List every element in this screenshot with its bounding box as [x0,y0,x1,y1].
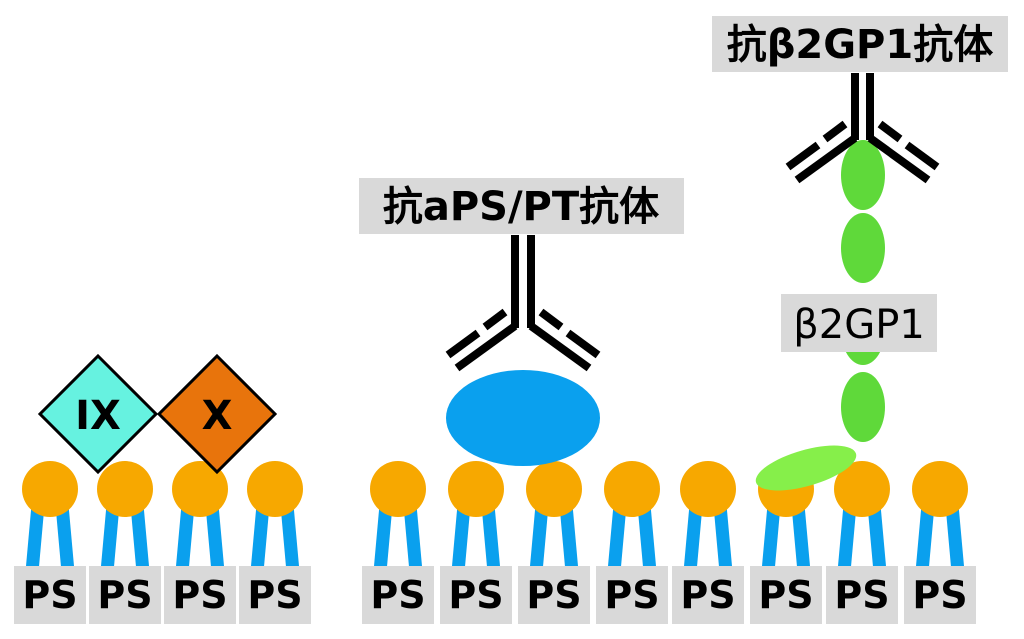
lipid-tail [791,504,811,573]
lipid-tail [100,504,120,573]
ps-label: PS [680,573,735,617]
phospholipid-right-6: PS [750,461,822,624]
ps-label: PS [834,573,889,617]
phospholipid-left-2: PS [89,461,161,624]
ps-label: PS [370,573,425,617]
ps-label-box [440,566,512,624]
phospholipid-left-3: PS [164,461,236,624]
factor-ix-diamond [37,353,159,475]
lipid-head [448,461,504,517]
lipid-tail [637,504,657,573]
ps-label: PS [247,573,302,617]
b2gp1-antibody [785,73,940,184]
phospholipid-left-4: PS [239,461,311,624]
factor-ix-label: IX [75,393,121,439]
lipid-tail [837,504,857,573]
phospholipid-right-8: PS [904,461,976,624]
phospholipid-right-7: PS [826,461,898,624]
anti-aps-pt-label: 抗aPS/PT抗体 [359,178,684,234]
lipid-tail [607,504,627,573]
lipid-head [912,461,968,517]
lipid-head [172,461,228,517]
ps-label: PS [448,573,503,617]
b2gp1-domain-5 [755,445,857,491]
factor-ix: IX [37,353,159,475]
ps-label-box [672,566,744,624]
ps-label-box [239,566,311,624]
svg-text:抗β2GP1抗体: 抗β2GP1抗体 [727,22,993,68]
ps-label: PS [97,573,152,617]
lipid-tail [867,504,887,573]
ps-label: PS [912,573,967,617]
lipid-head [97,461,153,517]
ps-label-box [164,566,236,624]
b2gp1-domain-2 [841,213,885,283]
ps-label-box [89,566,161,624]
lipid-tail [25,504,45,573]
lipid-tail [130,504,150,573]
lipid-tail [559,504,579,573]
lipid-membrane-left: PS PS PS PS [14,461,311,624]
b2gp1-domain-4 [841,372,885,442]
lipid-tail [713,504,733,573]
b2gp1-domain-1 [841,140,885,210]
ps-label: PS [172,573,227,617]
phospholipid-right-2: PS [440,461,512,624]
lipid-tail [451,504,471,573]
lipid-tail [55,504,75,573]
ps-label-box [826,566,898,624]
ps-label-box [596,566,668,624]
prothrombin [446,370,600,466]
ps-label: PS [604,573,659,617]
phospholipid-right-4: PS [596,461,668,624]
phospholipid-right-1: PS [362,461,434,624]
ps-label: PS [526,573,581,617]
lipid-membrane-right: PS PS PS PS PS PS PS PS [362,461,976,624]
lipid-tail [683,504,703,573]
phospholipid-right-5: PS [672,461,744,624]
ps-label-box [362,566,434,624]
lipid-tail [403,504,423,573]
ps-label-box [750,566,822,624]
svg-text:抗aPS/PT抗体: 抗aPS/PT抗体 [383,184,659,230]
lipid-head [22,461,78,517]
lipid-head [604,461,660,517]
phospholipid-left-1: PS [14,461,86,624]
lipid-tail [915,504,935,573]
anti-b2gp1-label: 抗β2GP1抗体 [712,16,1008,72]
lipid-head [680,461,736,517]
lipid-head [834,461,890,517]
factor-x-label: X [202,393,233,439]
ps-label: PS [22,573,77,617]
factor-x-diamond [156,353,278,475]
lipid-head [247,461,303,517]
lipid-tail [529,504,549,573]
phospholipid-right-3: PS [518,461,590,624]
lipid-head [370,461,426,517]
lipid-tail [761,504,781,573]
ps-label-box [14,566,86,624]
lipid-tail [205,504,225,573]
lipid-tail [481,504,501,573]
b2gp1-label: β2GP1 [781,294,937,352]
ps-label-box [518,566,590,624]
lipid-tail [250,504,270,573]
lipid-tail [175,504,195,573]
ps-label: PS [758,573,813,617]
lipid-head [526,461,582,517]
aps-pt-antibody [445,235,601,372]
lipid-tail [373,504,393,573]
svg-text:β2GP1: β2GP1 [793,302,925,348]
lipid-tail [280,504,300,573]
factor-x: X [156,353,278,475]
lipid-tail [945,504,965,573]
ps-label-box [904,566,976,624]
